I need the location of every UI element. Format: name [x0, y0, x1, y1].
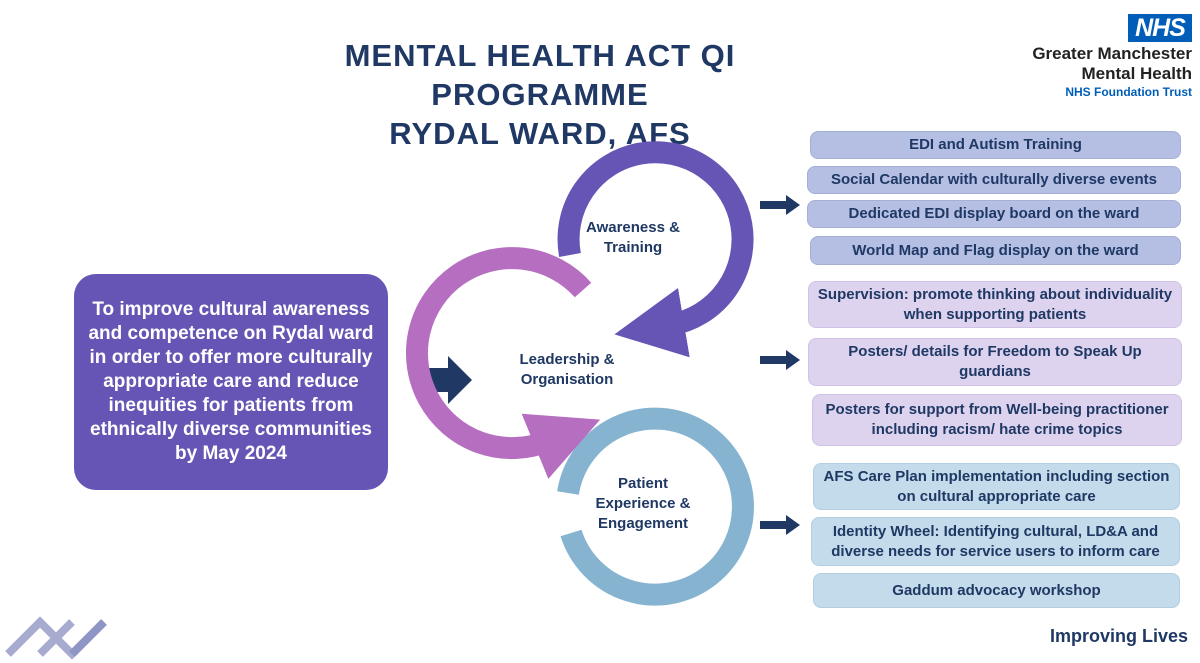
action-edi-display-board: Dedicated EDI display board on the ward: [807, 200, 1181, 228]
org-name-line-2: Mental Health: [1081, 64, 1192, 83]
aim-statement-box: To improve cultural awareness and compet…: [74, 274, 388, 490]
page-title: MENTAL HEALTH ACT QI PROGRAMME RYDAL WAR…: [250, 36, 830, 153]
awareness-training-label: Awareness & Training: [586, 219, 680, 256]
action-identity-wheel: Identity Wheel: Identifying cultural, LD…: [811, 517, 1180, 566]
action-social-calendar: Social Calendar with culturally diverse …: [807, 166, 1181, 194]
nhs-logo: NHS: [1128, 14, 1192, 42]
action-supervision: Supervision: promote thinking about indi…: [808, 281, 1182, 328]
trust-chevron-logo-icon: [5, 616, 107, 660]
action-freedom-to-speak-up: Posters/ details for Freedom to Speak Up…: [808, 338, 1182, 386]
action-care-plan: AFS Care Plan implementation including s…: [813, 463, 1180, 510]
org-name-line-1: Greater Manchester: [1032, 44, 1192, 63]
patient-arrow-icon: [760, 515, 800, 535]
patient-experience-ring: [557, 407, 754, 606]
awareness-training-ring: [557, 141, 754, 358]
leadership-arrow-icon: [760, 350, 800, 370]
action-world-map-display: World Map and Flag display on the ward: [810, 236, 1181, 265]
action-gaddum-workshop: Gaddum advocacy workshop: [813, 573, 1180, 608]
title-line-1: MENTAL HEALTH ACT QI PROGRAMME: [344, 38, 736, 112]
footer-tagline: Improving Lives: [1049, 626, 1188, 646]
action-edi-autism-training: EDI and Autism Training: [810, 131, 1181, 159]
org-name-line-3: NHS Foundation Trust: [1065, 85, 1192, 99]
aim-statement-text: To improve cultural awareness and compet…: [88, 299, 374, 464]
awareness-arrow-icon: [760, 195, 800, 215]
action-wellbeing-practitioner: Posters for support from Well-being prac…: [812, 394, 1182, 446]
patient-experience-label: Patient Experience & Engagement: [595, 475, 691, 532]
leadership-ring: [406, 247, 601, 479]
leadership-organisation-label: Leadership & Organisation: [519, 351, 615, 388]
